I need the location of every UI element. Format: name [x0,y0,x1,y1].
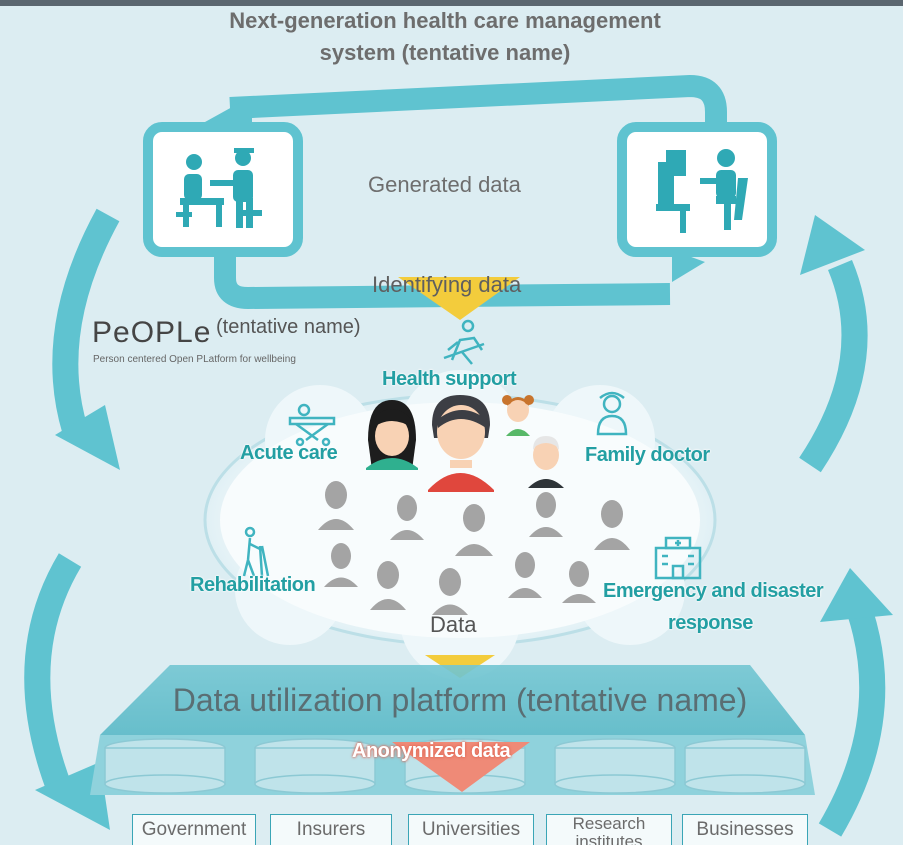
doctor-patient-icon [176,148,262,228]
people-tentative-name: (tentative name) [216,316,361,338]
family-doctor-label: Family doctor [585,444,710,466]
stakeholder-government: Government [132,814,256,845]
doctor-patient-box [143,122,303,257]
title-line-1: Next-generation health care management [229,8,661,33]
nurse-icon [596,391,628,436]
patient-crowd [318,481,630,615]
walker-icon [242,526,270,577]
identifying-data-label: Identifying data [372,272,522,297]
platform-title: Data utilization platform (tentative nam… [172,682,748,718]
acute-care-label: Acute care [240,442,338,464]
stakeholder-businesses: Businesses [682,814,808,845]
data-label: Data [430,612,477,637]
runner-icon [443,319,485,365]
left-side-arrows [24,208,120,795]
stakeholder-research-institutes: Research institutes [546,814,672,845]
child-avatar [502,395,534,436]
stakeholder-insurers: Insurers [270,814,392,845]
health-support-label: Health support [382,368,517,390]
hospital-icon [654,536,702,580]
stretcher-icon [288,403,336,447]
computer-user-box [617,122,777,257]
people-logo: PeOPLe [92,316,212,349]
female-avatar [366,400,418,470]
title-line-2: system (tentative name) [319,40,571,65]
rehabilitation-label: Rehabilitation [190,574,316,596]
right-side-arrows [799,259,886,837]
emergency-label-line-1: Emergency and disaster [603,580,824,602]
anonymized-data-label: Anonymized data [352,740,511,762]
male-avatar-main [428,395,494,492]
computer-user-icon [656,149,748,233]
generated-data-label: Generated data [368,172,521,197]
people-subtitle: Person centered Open PLatform for wellbe… [93,354,296,365]
anonymized-data-arrow [392,742,530,792]
identifying-data-arrow [398,277,520,320]
emergency-label-line-2: response [668,612,753,634]
stakeholder-universities: Universities [408,814,534,845]
elderly-avatar [528,436,564,488]
